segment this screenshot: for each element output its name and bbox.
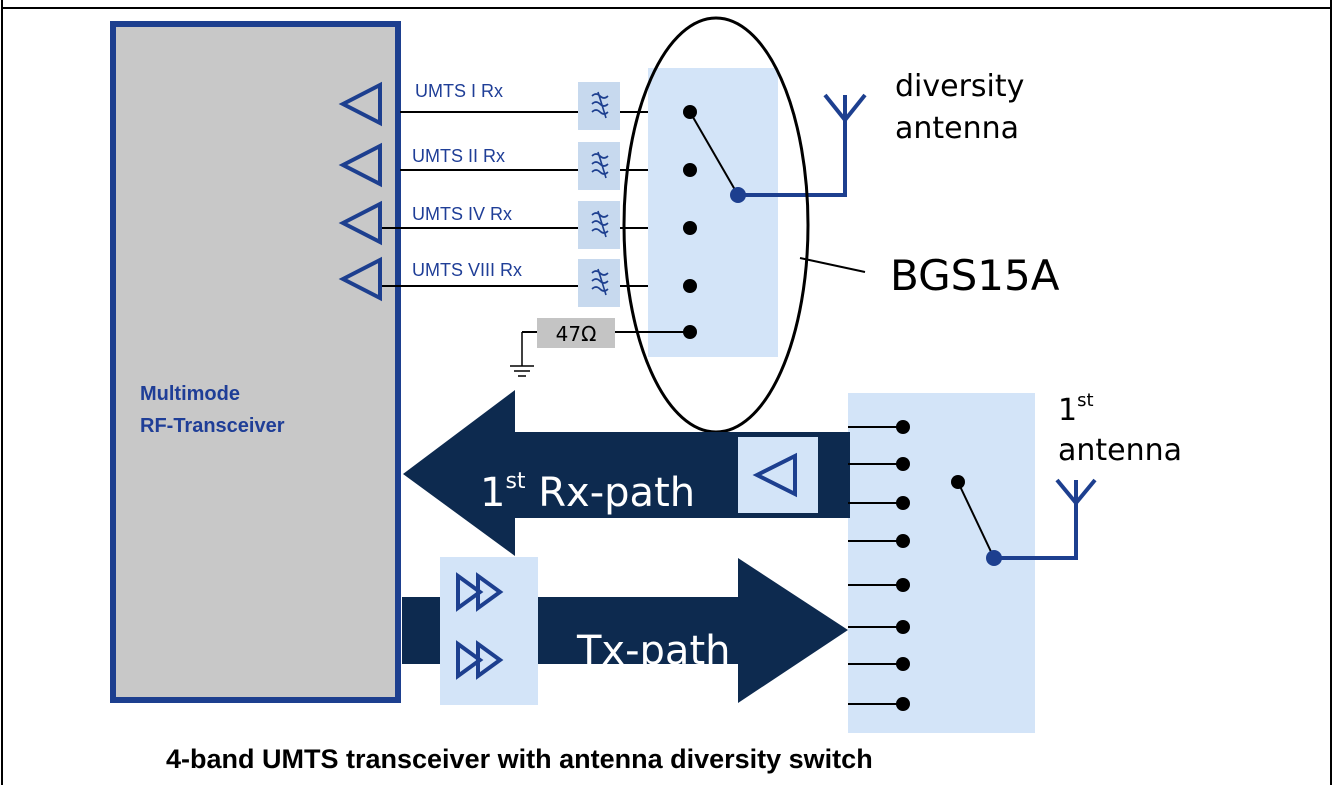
main-terminal-3 — [896, 496, 910, 510]
main-switch-arm — [957, 481, 995, 559]
rx-band-label-4: UMTS VIII Rx — [412, 260, 522, 280]
saw-filter-1 — [578, 82, 620, 130]
rx-path-label-sup: st — [505, 469, 525, 494]
rx-path-label-text: Rx-path — [526, 470, 696, 516]
diversity-switch-terminals — [683, 105, 697, 339]
main-switch-terminals — [896, 420, 910, 711]
rx-band-label-1: UMTS I Rx — [415, 81, 503, 101]
lna-triangle-4 — [338, 256, 382, 302]
saw-filter-4 — [578, 259, 620, 307]
rx-path-label: 1st Rx-path — [480, 469, 695, 516]
diversity-antenna-label-line2: antenna — [895, 111, 1019, 146]
main-terminal-8 — [896, 697, 910, 711]
rx-path-arrow — [403, 390, 850, 556]
transceiver-block — [110, 21, 401, 703]
rx-band-label-2: UMTS II Rx — [412, 146, 505, 166]
rx-band-lines — [382, 111, 696, 287]
diversity-switch-box — [648, 68, 778, 357]
tx-path-label: Tx-path — [576, 628, 730, 674]
diversity-antenna-icon — [823, 93, 867, 122]
pa-icon-2a — [456, 640, 484, 680]
pa-icon-1a — [456, 572, 484, 612]
lna-triangle-2 — [338, 142, 382, 188]
saw-filter-3 — [578, 201, 620, 249]
bgs15a-pointer — [799, 257, 866, 273]
main-terminal-6 — [896, 620, 910, 634]
lna-triangles — [338, 81, 382, 302]
main-antenna-switch-box — [848, 393, 1035, 733]
main-antenna-label-line2: antenna — [1058, 433, 1182, 468]
rx-band-labels: UMTS I Rx UMTS II Rx UMTS IV Rx UMTS VII… — [412, 81, 522, 280]
main-terminal-5 — [896, 578, 910, 592]
tx-pa-icons — [456, 572, 504, 680]
div-terminal-5 — [683, 325, 697, 339]
rx-path-lna-icon — [752, 452, 797, 498]
main-terminal-2 — [896, 457, 910, 471]
div-terminal-2 — [683, 163, 697, 177]
transceiver-label-line1: Multimode — [140, 383, 240, 405]
main-antenna-label-base: 1 — [1058, 393, 1077, 428]
main-antenna-feed — [994, 503, 1078, 560]
main-terminal-4 — [896, 534, 910, 548]
main-antenna-label-line1: 1st — [1058, 390, 1094, 428]
saw-filter-2 — [578, 142, 620, 190]
main-antenna-icon — [1055, 478, 1097, 505]
div-switch-arm — [689, 111, 739, 196]
pa-icon-2b — [476, 640, 504, 680]
diagram-caption: 4-band UMTS transceiver with antenna div… — [166, 744, 873, 774]
lna-triangle-3 — [338, 200, 382, 246]
tx-path-arrow — [402, 558, 848, 703]
saw-filters — [578, 82, 620, 307]
pa-icon-1b — [476, 572, 504, 612]
transceiver-label-line2: RF-Transceiver — [140, 415, 285, 437]
div-terminal-4 — [683, 279, 697, 293]
lna-triangle-1 — [338, 81, 382, 127]
resistor-47ohm — [537, 318, 615, 348]
resistor-label: 47Ω — [556, 322, 597, 346]
main-switch-terminal-lines — [848, 426, 903, 705]
main-terminal-1 — [896, 420, 910, 434]
main-antenna-label-sup: st — [1077, 390, 1093, 411]
bgs15a-label: BGS15A — [890, 251, 1060, 300]
rx-path-label-base: 1 — [480, 470, 505, 516]
rx-path-lna-box — [738, 437, 818, 513]
diversity-antenna-label-line1: diversity — [895, 69, 1024, 104]
div-terminal-3 — [683, 221, 697, 235]
main-terminal-7 — [896, 657, 910, 671]
ground-symbol — [510, 332, 534, 377]
div-antenna-feed — [738, 120, 847, 197]
rx-band-label-3: UMTS IV Rx — [412, 204, 512, 224]
tx-pa-box — [440, 557, 538, 705]
